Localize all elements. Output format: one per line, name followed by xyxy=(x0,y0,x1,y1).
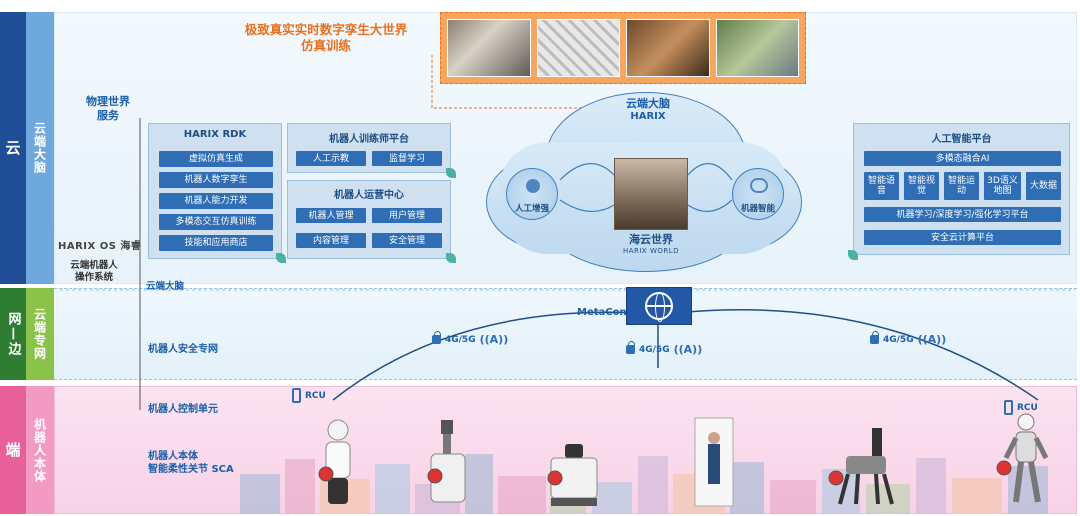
ai-secure-cloud[interactable]: 安全云计算平台 xyxy=(864,230,1061,245)
ops-item-security-mgmt[interactable]: 安全管理 xyxy=(372,233,442,248)
robot-trainer-panel: 机器人训练师平台 人工示教 监督学习 xyxy=(287,123,451,173)
harix-rdk-title: HARIX RDK xyxy=(183,129,247,140)
rdk-item-skill-store[interactable]: 技能和应用商店 xyxy=(159,235,273,251)
rcu-left: RCU xyxy=(292,388,326,403)
trainer-title: 机器人训练师平台 xyxy=(329,134,409,145)
ops-item-content-mgmt[interactable]: 内容管理 xyxy=(296,233,366,248)
simulation-photo-1 xyxy=(447,19,531,77)
metacon-label: MetaCon xyxy=(577,307,627,318)
metacon-hub xyxy=(626,287,692,325)
simulation-title-line2: 仿真训练 xyxy=(300,38,351,53)
harix-world-label: 海云世界 HARIX WORLD xyxy=(622,233,680,255)
lock-icon xyxy=(626,341,635,354)
network-link-center: 4G/5G ((A)) xyxy=(626,341,703,356)
simulation-photo-4 xyxy=(715,19,799,77)
machine-intelligence-node: 机器智能 xyxy=(732,168,784,220)
human-augmentation-label: 人工增强 xyxy=(514,204,549,214)
network-link-left: 4G/5G ((A)) xyxy=(432,331,509,346)
biped-humanoid-icon xyxy=(996,413,1049,503)
leaf-icon xyxy=(446,253,456,263)
leaf-icon xyxy=(276,253,286,263)
layer-label-edge: 网—边 xyxy=(0,288,26,380)
harix-os-caption: 云端机器人 操作系统 xyxy=(70,260,118,283)
person-icon xyxy=(526,179,540,193)
simulation-title-line1: 极致真实实时数字孪生大世界 xyxy=(244,22,408,37)
human-augmentation-node: 人工增强 xyxy=(506,168,558,220)
physical-world-label: 物理世界 服务 xyxy=(86,95,130,122)
layer-sublabel-cloud-brain: 云端大脑 xyxy=(26,12,54,284)
safe-network-label: 机器人安全专网 xyxy=(148,344,218,355)
antenna-icon: ((A)) xyxy=(673,343,703,356)
rdk-item-digital-twin[interactable]: 机器人数字孪生 xyxy=(159,172,273,188)
layer-label-cloud: 云 xyxy=(0,12,26,284)
ai-multimodal-fusion[interactable]: 多模态融合AI xyxy=(864,151,1061,166)
simulation-training-title: 极致真实实时数字孪生大世界 仿真训练 xyxy=(226,22,426,54)
robot-ops-center-panel: 机器人运营中心 机器人管理 用户管理 内容管理 安全管理 xyxy=(287,180,451,259)
rcu-right: RCU xyxy=(1004,400,1038,415)
leaf-icon xyxy=(848,250,858,260)
antenna-icon: ((A)) xyxy=(479,333,509,346)
simulation-photo-2 xyxy=(536,19,620,77)
rdk-item-virtual-sim[interactable]: 虚拟仿真生成 xyxy=(159,151,273,167)
trainer-item-supervised[interactable]: 监督学习 xyxy=(372,151,442,166)
layer-sublabel-private-net: 云端专网 xyxy=(26,288,54,380)
harix-os-logo: HARIX OS 海睿 xyxy=(58,241,142,252)
machine-intelligence-label: 机器智能 xyxy=(740,204,775,214)
ai-item-voice[interactable]: 智能语音 xyxy=(864,172,899,200)
city-skyline xyxy=(240,454,1048,514)
layer-sublabel-robot-body: 机器人本体 xyxy=(26,386,54,514)
ai-learning-platform[interactable]: 机器学习/深度学习/强化学习平台 xyxy=(864,207,1061,222)
harix-world-image xyxy=(614,158,688,230)
phone-icon xyxy=(292,388,301,403)
robot-body-label: 机器人本体 智能柔性关节 SCA xyxy=(148,451,234,475)
humanoid-robot-icon xyxy=(318,419,351,504)
globe-icon xyxy=(645,292,673,322)
ai-item-3d-map[interactable]: 3D语义地图 xyxy=(984,172,1021,200)
lock-icon xyxy=(870,331,879,344)
delivery-robot-icon xyxy=(547,444,598,506)
antenna-icon: ((A)) xyxy=(917,333,947,346)
ops-title: 机器人运营中心 xyxy=(334,190,404,201)
ai-platform-title: 人工智能平台 xyxy=(931,134,992,145)
simulation-photo-3 xyxy=(626,19,710,77)
inspection-robot-icon xyxy=(427,420,466,503)
control-unit-label: 机器人控制单元 xyxy=(148,404,218,415)
harix-rdk-panel: HARIX RDK 虚拟仿真生成 机器人数字孪生 机器人能力开发 多模态交互仿真… xyxy=(148,123,282,259)
brain-icon xyxy=(750,178,768,193)
ops-item-user-mgmt[interactable]: 用户管理 xyxy=(372,208,442,223)
phone-icon xyxy=(1004,400,1013,415)
ai-platform-panel: 人工智能平台 多模态融合AI 智能语音 智能视觉 智能运动 3D语义地图 大数据… xyxy=(853,123,1070,255)
rdk-item-capability-dev[interactable]: 机器人能力开发 xyxy=(159,193,273,209)
leaf-icon xyxy=(446,168,456,178)
ai-item-motion[interactable]: 智能运动 xyxy=(944,172,979,200)
quadruped-robot-icon xyxy=(828,428,894,505)
hologram-screen-icon xyxy=(694,417,734,507)
lock-icon xyxy=(432,331,441,344)
ops-item-robot-mgmt[interactable]: 机器人管理 xyxy=(296,208,366,223)
simulation-photo-strip xyxy=(440,12,806,84)
cloud-brain-divider-label: 云端大脑 xyxy=(146,281,185,292)
layer-label-end: 端 xyxy=(0,386,26,514)
ai-item-big-data[interactable]: 大数据 xyxy=(1026,172,1061,200)
network-link-right: 4G/5G ((A)) xyxy=(870,331,947,346)
cloud-brain-title: 云端大脑 HARIX xyxy=(626,97,670,122)
trainer-item-demonstration[interactable]: 人工示教 xyxy=(296,151,366,166)
rdk-item-multimodal-training[interactable]: 多模态交互仿真训练 xyxy=(159,214,273,230)
ai-item-vision[interactable]: 智能视觉 xyxy=(904,172,939,200)
